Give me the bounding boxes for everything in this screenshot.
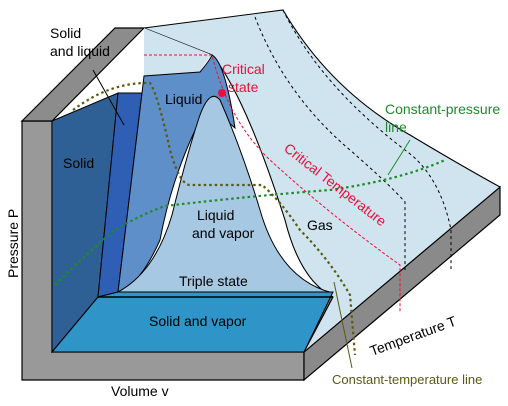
liquid-and-vapor-label: Liquid and vapor — [192, 207, 255, 241]
critical-state-label: Critical state — [222, 61, 269, 95]
critical-temperature-line — [144, 54, 401, 313]
gas-surface-left-strip — [144, 28, 212, 76]
gas-surface — [141, 9, 501, 353]
constant-temperature-line — [72, 81, 357, 356]
temperature-axis-label: Temperature T — [368, 313, 459, 359]
liquid-label: Liquid — [165, 91, 202, 107]
constant-temperature-label: Constant-temperature line — [332, 372, 482, 387]
constant-pressure-label: Constant-pressure line — [385, 101, 504, 135]
liquid-vapor-region — [117, 95, 334, 294]
constant-pressure-leader — [387, 139, 411, 176]
solid-and-liquid-label: Solid and liquid — [50, 25, 110, 59]
volume-axis-label: Volume v — [111, 383, 169, 399]
constant-temperature-leader — [333, 281, 353, 369]
triple-state-label: Triple state — [179, 273, 248, 289]
isotherm-dashed-1 — [254, 16, 406, 270]
solid-liquid-leader — [92, 69, 125, 126]
solid-label: Solid — [63, 155, 94, 171]
solid-vapor-region — [50, 291, 334, 353]
solid-and-vapor-label: Solid and vapor — [149, 313, 247, 329]
pressure-axis-label: Pressure P — [5, 209, 21, 278]
constant-pressure-line — [54, 158, 446, 286]
critical-state-point — [218, 89, 226, 97]
gas-label: Gas — [307, 217, 333, 233]
isotherm-dashed-2 — [282, 9, 452, 270]
